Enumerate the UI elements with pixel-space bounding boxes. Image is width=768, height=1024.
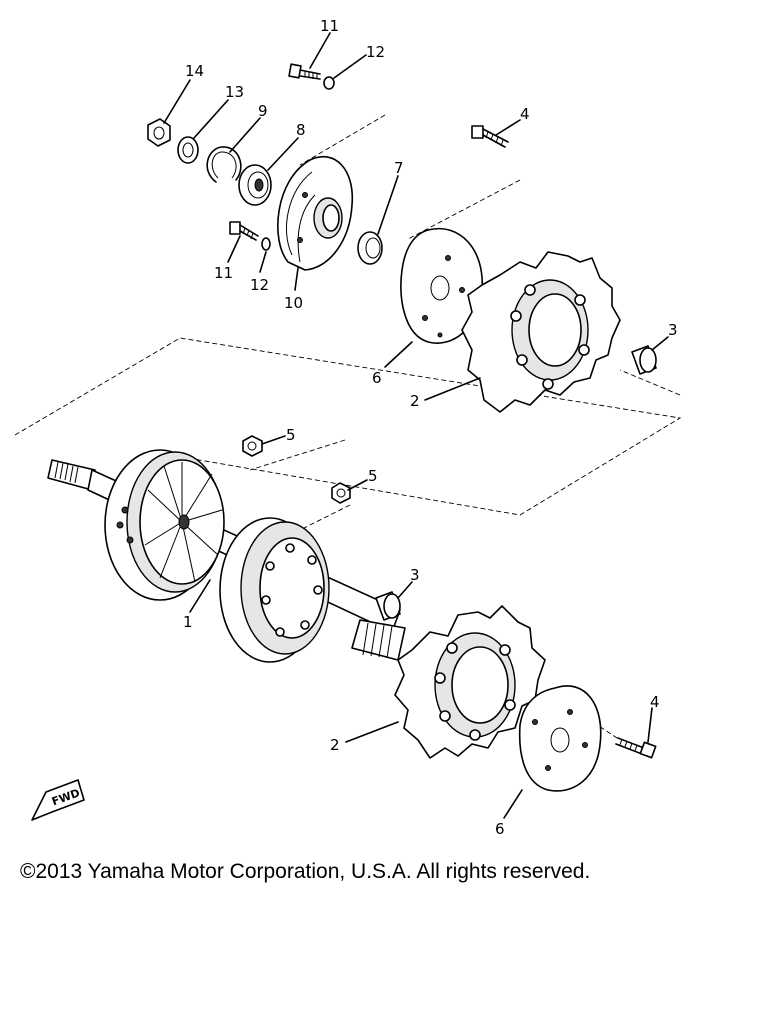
- sprocket-2-upper: [461, 251, 621, 413]
- bolt-11-left: [229, 221, 259, 241]
- callout-5-mid: 5: [368, 467, 378, 485]
- circlip-9: [206, 146, 242, 183]
- callout-1: 1: [183, 613, 193, 631]
- copyright-notice: ©2013 Yamaha Motor Corporation, U.S.A. A…: [20, 860, 591, 883]
- drive-shaft-1: [47, 449, 406, 663]
- callout-10: 10: [284, 294, 303, 312]
- callout-2-lower: 2: [330, 736, 340, 754]
- callout-8: 8: [296, 121, 306, 139]
- sprocket-2-lower: [394, 605, 546, 759]
- callout-12-top: 12: [366, 43, 385, 61]
- plate-6-upper: [400, 227, 483, 344]
- bearing-8: [238, 164, 272, 206]
- bolt-4-lower: [615, 737, 657, 759]
- washer-12-top: [323, 76, 335, 90]
- bearing-housing-10: [277, 155, 354, 271]
- spacer-3-lower: [375, 591, 401, 621]
- washer-12-left: [261, 237, 271, 251]
- callout-11-top: 11: [320, 17, 339, 35]
- callout-4-lower: 4: [650, 693, 660, 711]
- forward-arrow-icon: FWD: [31, 779, 85, 821]
- callout-13: 13: [225, 83, 244, 101]
- bolt-11-top: [288, 63, 321, 80]
- spacer-3-upper: [631, 345, 657, 375]
- leader-lines: [163, 32, 669, 819]
- callout-3-upper: 3: [668, 321, 678, 339]
- callout-9: 9: [258, 102, 268, 120]
- nut-5-mid: [331, 482, 351, 504]
- callout-6-upper: 6: [372, 369, 382, 387]
- nut-14: [147, 118, 171, 147]
- callout-7: 7: [394, 159, 404, 177]
- washer-13: [177, 136, 199, 164]
- callout-4-top: 4: [520, 105, 530, 123]
- callout-6-lower: 6: [495, 820, 505, 838]
- callout-5-top: 5: [286, 426, 296, 444]
- seal-7: [357, 231, 383, 265]
- callout-labels: 11 12 14 13 9 8 4 7 11 12 10 6 3 2 5 5 1…: [183, 17, 678, 838]
- callout-12-left: 12: [250, 276, 269, 294]
- nut-5-top: [242, 435, 263, 457]
- bolt-4-top: [471, 125, 509, 148]
- callout-2-upper: 2: [410, 392, 420, 410]
- plate-6-lower: [518, 685, 602, 792]
- callout-14: 14: [185, 62, 204, 80]
- callout-3-lower: 3: [410, 566, 420, 584]
- callout-11-left: 11: [214, 264, 233, 282]
- exploded-parts-diagram: FWD 11 12 14 13 9 8 4 7 11 12 1: [14, 17, 682, 838]
